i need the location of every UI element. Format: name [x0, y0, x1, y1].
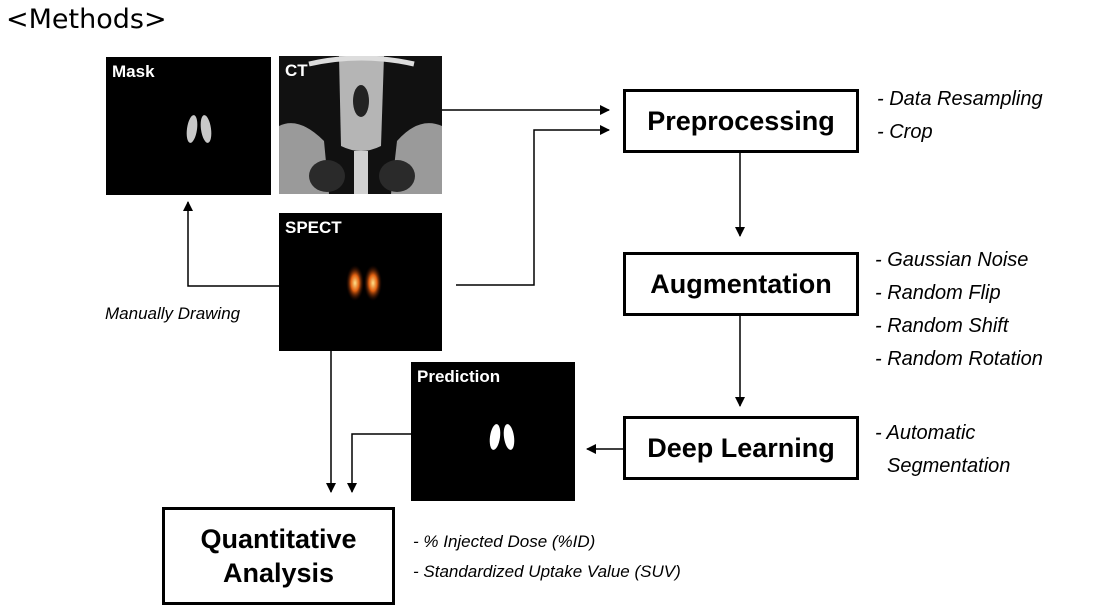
quantitative-notes: - % Injected Dose (%ID) - Standardized U… [413, 527, 681, 587]
arrow-spect-to-preprocessing [456, 125, 610, 286]
spect-image: SPECT [279, 213, 442, 351]
quantitative-label-line1: Quantitative [200, 524, 357, 554]
note-item: - Standardized Uptake Value (SUV) [413, 562, 681, 581]
predicted-mask-shape [489, 424, 515, 450]
mask-label: Mask [112, 62, 155, 81]
note-item: - Crop [877, 121, 933, 143]
deep-learning-box: Deep Learning [623, 416, 859, 480]
augmentation-label: Augmentation [650, 268, 832, 299]
note-item: - Data Resampling [877, 88, 1043, 110]
spect-label: SPECT [285, 218, 342, 237]
thyroid-mask-shape [186, 115, 212, 143]
note-item: - Random Flip [875, 282, 1001, 304]
quantitative-label-line2: Analysis [222, 558, 335, 588]
preprocessing-box: Preprocessing [623, 89, 859, 153]
mask-image: Mask [106, 57, 271, 195]
note-item: - % Injected Dose (%ID) [413, 532, 596, 551]
ct-scan-shape [279, 56, 442, 194]
arrow-spect-to-mask [183, 201, 279, 287]
prediction-image: Prediction [411, 362, 575, 501]
spect-hotspot-shape [346, 265, 382, 301]
arrow-prediction-to-quantitative [347, 433, 411, 493]
preprocessing-notes: - Data Resampling - Crop [877, 83, 1043, 149]
note-item: - Gaussian Noise [875, 249, 1029, 271]
deep-learning-label: Deep Learning [647, 432, 835, 463]
quantitative-analysis-box: Quantitative Analysis [162, 507, 395, 605]
note-item: - Random Shift [875, 315, 1009, 337]
augmentation-notes: - Gaussian Noise - Random Flip - Random … [875, 244, 1043, 376]
prediction-label: Prediction [417, 367, 501, 386]
augmentation-box: Augmentation [623, 252, 859, 316]
ct-image: CT [279, 56, 442, 194]
note-item: Segmentation [887, 455, 1011, 477]
ct-label: CT [285, 61, 308, 80]
note-item: - Random Rotation [875, 348, 1043, 370]
manual-drawing-label: Manually Drawing [105, 304, 241, 323]
preprocessing-label: Preprocessing [647, 105, 835, 136]
note-item: - Automatic [875, 422, 976, 444]
page-title: <Methods> [6, 4, 167, 35]
deep-learning-notes: - Automatic Segmentation [875, 417, 1010, 483]
